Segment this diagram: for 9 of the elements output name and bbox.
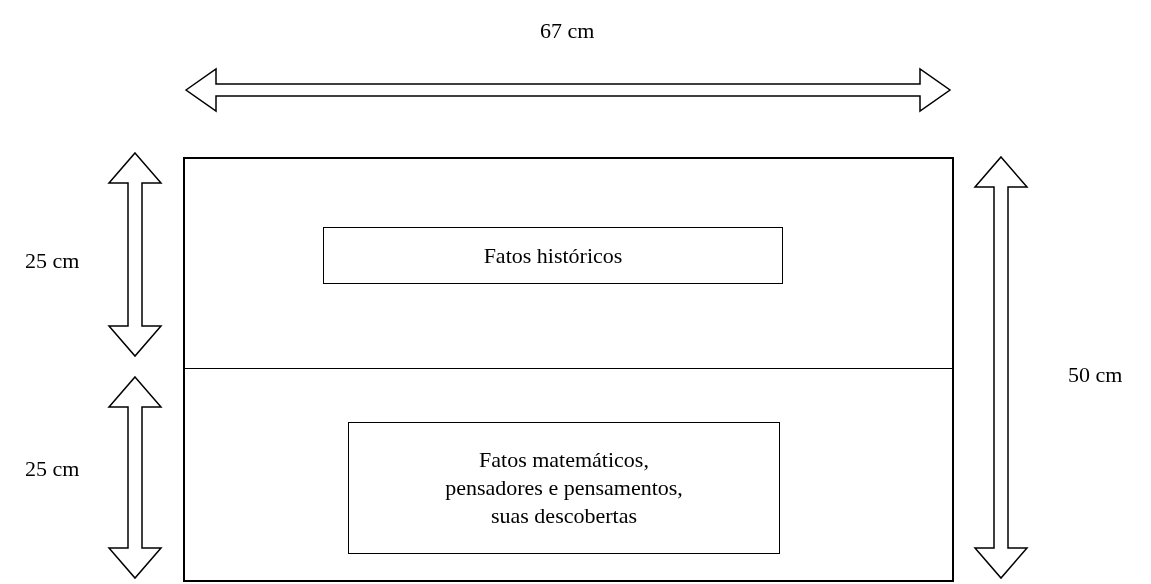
box-text: Fatos históricos — [482, 241, 624, 270]
box-text: Fatos matemáticos, pensadores e pensamentos, suas descobertas — [444, 446, 684, 530]
text-box — [323, 227, 783, 284]
dimension-label: 67 cm — [540, 18, 595, 44]
dimension-label: 25 cm — [25, 248, 80, 274]
dimension-label: 25 cm — [25, 456, 80, 482]
text-box — [348, 422, 780, 554]
board-outline — [183, 157, 954, 582]
dimension-label: 50 cm — [1068, 362, 1123, 388]
